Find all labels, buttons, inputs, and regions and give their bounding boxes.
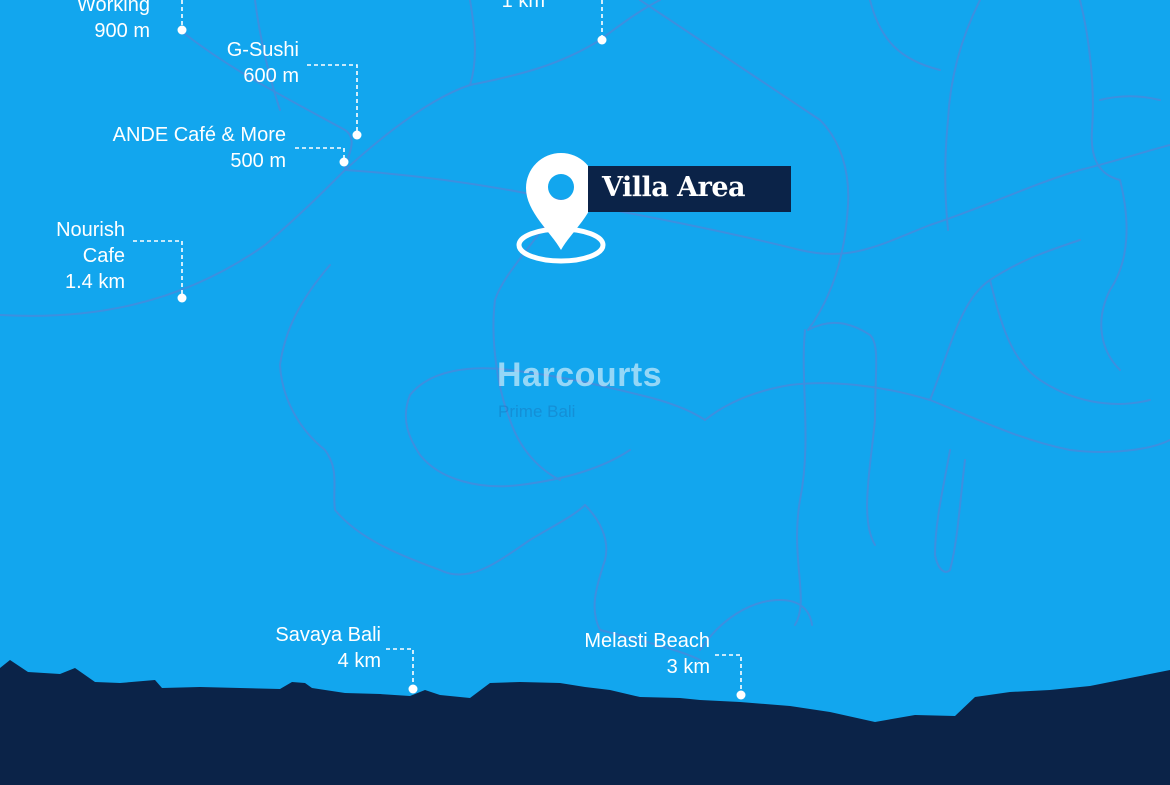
poi-distance: 4 km [337, 650, 381, 672]
villa-area-text: Villa Area [602, 172, 746, 203]
poi-distance: 900 m [94, 20, 150, 42]
poi-name-line1: Nourish [56, 219, 125, 241]
poi-name: Melasti Beach [584, 630, 710, 652]
poi-working[interactable]: Working 900 m [0, 0, 150, 44]
poi-nourish-cafe[interactable]: Nourish Cafe 1.4 km [0, 217, 125, 295]
poi-distance: 500 m [230, 150, 286, 172]
poi-savaya-bali[interactable]: Savaya Bali 4 km [230, 622, 381, 674]
villa-area-label[interactable]: Villa Area [588, 166, 791, 212]
poi-name: ANDE Café & More [112, 124, 286, 146]
watermark-subtitle: Prime Bali [498, 402, 576, 421]
poi-distance: 1 km [501, 0, 545, 12]
poi-distance: 1.4 km [64, 271, 125, 293]
poi-name: G-Sushi [226, 39, 299, 61]
watermark-logo: Harcourts [497, 356, 663, 394]
poi-name-line2: Cafe [82, 245, 125, 267]
poi-distance: 600 m [243, 65, 299, 87]
poi-name: Savaya Bali [275, 624, 381, 646]
poi-melasti-beach[interactable]: Melasti Beach 3 km [540, 628, 710, 680]
poi-g-sushi[interactable]: G-Sushi 600 m [150, 37, 299, 89]
poi-distance: 3 km [666, 656, 710, 678]
poi-north[interactable]: 1 km [450, 0, 545, 14]
poi-ande-cafe[interactable]: ANDE Café & More 500 m [60, 122, 286, 174]
poi-name: Working [77, 0, 150, 16]
